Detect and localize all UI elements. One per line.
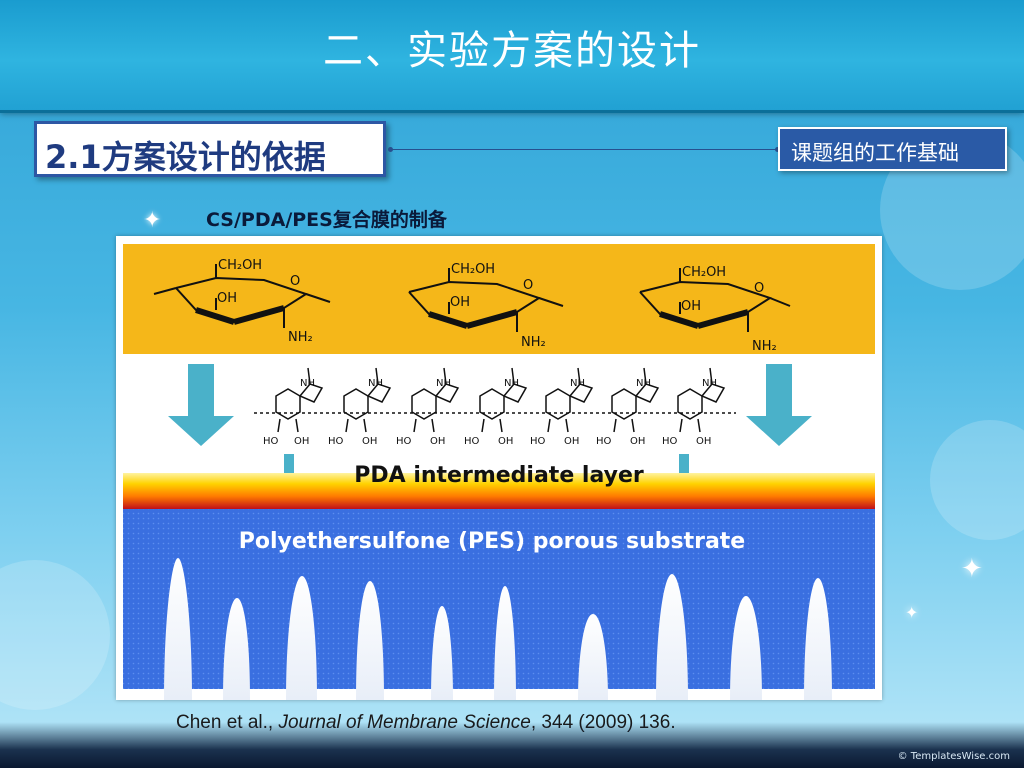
sparkle-icon: ✦ — [905, 603, 919, 622]
o-label: O — [754, 281, 764, 296]
pore — [164, 558, 192, 700]
ch2oh-label: CH₂OH — [218, 258, 262, 273]
oh-label: OH — [564, 436, 579, 447]
nh2-label: NH₂ — [288, 330, 313, 345]
nh-label: NH — [368, 378, 383, 389]
oh-label: OH — [498, 436, 513, 447]
bokeh-decoration — [930, 420, 1024, 540]
ho-label: HO — [530, 436, 546, 447]
bullet-star-icon: ✦ — [143, 208, 162, 233]
nh-label: NH — [300, 378, 315, 389]
ho-label: HO — [396, 436, 412, 447]
tag-box: 课题组的工作基础 — [778, 127, 1007, 171]
watermark: © TemplatesWise.com — [897, 751, 1010, 762]
ho-label: HO — [662, 436, 678, 447]
ho-label: HO — [464, 436, 480, 447]
nh-label: NH — [702, 378, 717, 389]
bokeh-decoration — [0, 560, 110, 710]
nh-label: NH — [436, 378, 451, 389]
down-arrow-icon — [746, 364, 812, 446]
ch2oh-label: CH₂OH — [451, 262, 495, 277]
ho-label: HO — [263, 436, 279, 447]
pda-unit — [677, 367, 726, 433]
pda-layer — [123, 473, 875, 509]
ho-label: HO — [596, 436, 612, 447]
pda-labels: NH NH NH NH NH NH NH HO OH HO OH HO OH H… — [263, 378, 717, 447]
sparkle-icon: ✦ — [961, 554, 983, 584]
oh-label: OH — [217, 291, 237, 306]
connector-dot — [388, 147, 393, 152]
pore — [804, 578, 832, 700]
chitosan-chain — [153, 264, 791, 332]
connector-dot — [775, 147, 780, 152]
pda-unit — [343, 367, 392, 433]
chitosan-labels: CH₂OH CH₂OH CH₂OH O O O OH OH OH NH₂ NH₂… — [217, 258, 777, 354]
pore — [223, 598, 250, 700]
chitosan-ring — [175, 264, 331, 328]
pda-layer-label: PDA intermediate layer — [354, 463, 644, 488]
pore — [656, 574, 688, 700]
pda-unit — [411, 367, 460, 433]
nh-label: NH — [570, 378, 585, 389]
header-bar: 二、实验方案的设计 — [0, 0, 1024, 110]
nh-label: NH — [636, 378, 651, 389]
pda-unit — [479, 367, 528, 433]
pore — [431, 606, 453, 700]
chitosan-ring — [408, 268, 564, 332]
header-divider — [0, 110, 1024, 113]
oh-label: OH — [430, 436, 445, 447]
nh2-label: NH₂ — [752, 339, 777, 354]
pore — [730, 596, 762, 700]
tag-label: 课题组的工作基础 — [791, 141, 959, 165]
pores — [164, 558, 832, 700]
oh-label: OH — [294, 436, 309, 447]
figure-subtitle: CS/PDA/PES复合膜的制备 — [206, 209, 447, 231]
section-title-box: 2.1方案设计的依据 — [34, 121, 386, 177]
section-title: 2.1方案设计的依据 — [45, 138, 326, 176]
oh-label: OH — [362, 436, 377, 447]
oh-label: OH — [630, 436, 645, 447]
nh2-label: NH₂ — [521, 335, 546, 350]
pda-unit — [611, 367, 660, 433]
o-label: O — [523, 278, 533, 293]
slide-title: 二、实验方案的设计 — [323, 28, 701, 74]
nh-label: NH — [504, 378, 519, 389]
pes-substrate-label: Polyethersulfone (PES) porous substrate — [239, 529, 745, 554]
pda-unit — [545, 367, 594, 433]
pore — [286, 576, 317, 700]
pore — [494, 586, 516, 700]
down-arrow-icon — [168, 364, 234, 446]
oh-label: OH — [450, 295, 470, 310]
grass-decoration — [0, 722, 1024, 768]
membrane-diagram-svg: CH₂OH CH₂OH CH₂OH O O O OH OH OH NH₂ NH₂… — [123, 244, 875, 700]
pda-unit — [275, 367, 324, 433]
chitosan-layer — [123, 244, 875, 354]
pda-molecules — [254, 367, 736, 433]
ch2oh-label: CH₂OH — [682, 265, 726, 280]
oh-label: OH — [681, 299, 701, 314]
chitosan-ring — [639, 268, 791, 332]
ho-label: HO — [328, 436, 344, 447]
oh-label: OH — [696, 436, 711, 447]
o-label: O — [290, 274, 300, 289]
pore — [578, 614, 608, 700]
pore — [356, 581, 384, 700]
membrane-diagram: CH₂OH CH₂OH CH₂OH O O O OH OH OH NH₂ NH₂… — [116, 236, 882, 700]
connector-line — [392, 149, 780, 150]
